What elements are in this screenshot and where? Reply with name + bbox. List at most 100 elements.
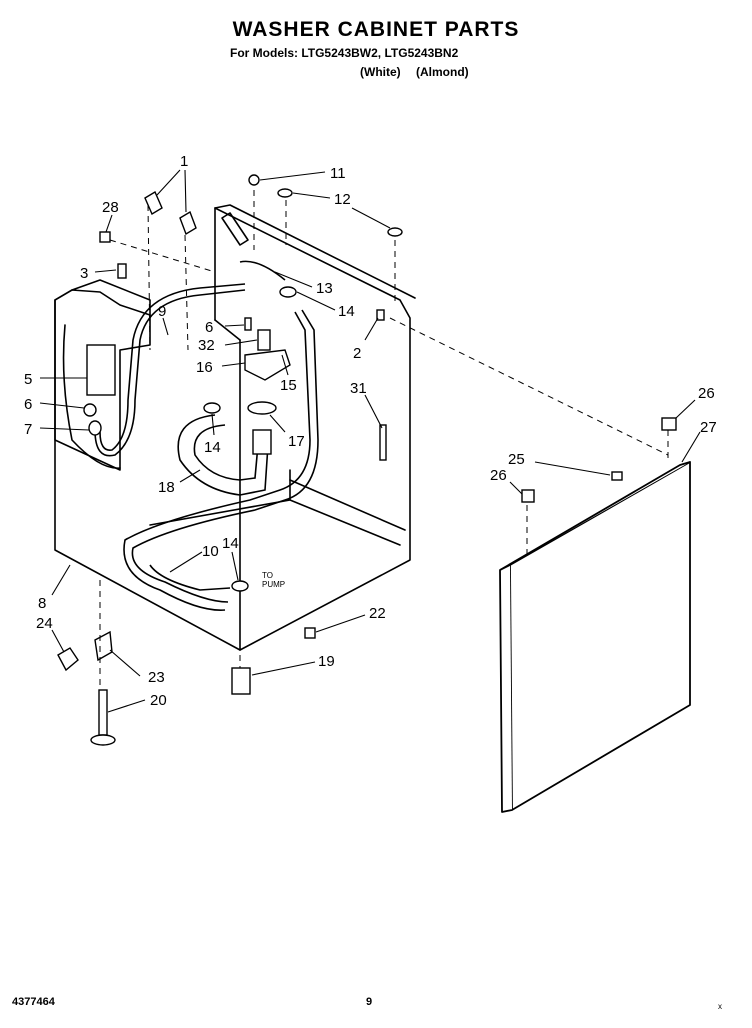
callout-3: 3	[80, 265, 88, 282]
clip-24	[57, 647, 79, 672]
variant-white: (White)	[360, 65, 401, 79]
leader-12b	[351, 207, 391, 229]
water-valve-5	[86, 344, 116, 396]
clip-25	[611, 471, 623, 481]
pump-label-pump: PUMP	[262, 580, 285, 589]
document-number: 4377464	[12, 996, 55, 1008]
callout-1: 1	[180, 153, 188, 170]
leader-17	[269, 414, 286, 433]
callout-17: 17	[288, 433, 305, 450]
fill-hose-18	[177, 414, 269, 496]
screen-7	[88, 420, 102, 436]
panel-cutout	[62, 324, 121, 469]
color-variants: (White) (Almond)	[360, 65, 481, 79]
top-bracket	[221, 212, 249, 246]
screw-28	[99, 231, 111, 243]
guide-line-1b	[184, 234, 189, 351]
screw-2	[376, 309, 385, 321]
cabinet-inner-edge	[214, 319, 241, 341]
callout-6-left: 6	[24, 396, 32, 413]
cabinet-top-flange	[214, 204, 416, 299]
callout-2: 2	[353, 345, 361, 362]
cabinet-floor-rail	[289, 479, 406, 531]
callout-16: 16	[196, 359, 213, 376]
screw-3	[117, 263, 127, 279]
air-dome-17	[252, 429, 272, 455]
callout-27: 27	[700, 419, 717, 436]
plug-12-right	[387, 227, 403, 237]
leader-24	[51, 629, 65, 653]
callout-23: 23	[148, 669, 165, 686]
leveling-bracket-23	[94, 630, 113, 662]
callout-20: 20	[150, 692, 167, 709]
leader-6-left	[39, 402, 85, 409]
leader-7	[39, 427, 90, 431]
callout-9: 9	[158, 303, 166, 320]
guide-line-panel	[389, 317, 669, 456]
callout-10: 10	[202, 543, 219, 560]
valve-32	[257, 329, 271, 351]
leader-2	[364, 317, 379, 341]
clamp-14-lower	[231, 580, 249, 592]
cabinet-left-edge	[54, 299, 241, 651]
callout-25: 25	[508, 451, 525, 468]
callout-12: 12	[334, 191, 351, 208]
leader-22	[315, 614, 366, 633]
drain-hose-outer	[131, 309, 319, 603]
leader-8	[51, 564, 71, 596]
plug-12	[277, 188, 293, 198]
callout-6-center: 6	[205, 319, 213, 336]
clip-26-lower	[521, 489, 535, 503]
model-subtitle: For Models: LTG5243BW2, LTG5243BN2	[230, 46, 459, 60]
clamp-14-mid	[203, 402, 221, 414]
callout-18: 18	[158, 479, 175, 496]
leader-13	[274, 271, 313, 288]
leader-14-upper	[296, 291, 336, 311]
clip-11	[248, 174, 260, 186]
leader-3	[94, 269, 117, 273]
leader-6-center	[224, 324, 245, 327]
callout-31: 31	[350, 380, 367, 397]
callout-22: 22	[369, 605, 386, 622]
leader-26-lower	[509, 481, 523, 495]
leader-28	[105, 214, 113, 233]
leader-20	[107, 699, 146, 713]
callout-19: 19	[318, 653, 335, 670]
washer-6-left	[83, 403, 97, 417]
wing-clip-1-left	[144, 190, 163, 216]
front-panel-top-edge	[499, 461, 691, 571]
callout-8: 8	[38, 595, 46, 612]
fill-hose-18-inner	[193, 424, 259, 481]
callout-7: 7	[24, 421, 32, 438]
cabinet-front-ledge	[71, 279, 151, 316]
drain-hose	[123, 311, 311, 611]
callout-14-lower: 14	[222, 535, 239, 552]
callout-15: 15	[280, 377, 297, 394]
inlet-hose-upper	[94, 289, 246, 457]
leader-27	[681, 431, 701, 463]
elbow-hose-13	[239, 260, 286, 281]
variant-almond: (Almond)	[416, 65, 469, 79]
callout-14-mid: 14	[204, 439, 221, 456]
leader-11	[259, 171, 326, 181]
callout-13: 13	[316, 280, 333, 297]
leg-20-foot	[90, 734, 116, 746]
guide-line-28	[109, 239, 216, 273]
valve-bracket-16	[244, 349, 291, 381]
leader-9	[162, 317, 169, 336]
callout-28: 28	[102, 199, 119, 216]
leg-20	[98, 689, 108, 736]
leader-23	[109, 649, 141, 677]
callout-5: 5	[24, 371, 32, 388]
guide-line-1a	[147, 204, 151, 351]
front-panel-edge	[499, 564, 513, 813]
leader-16	[221, 362, 246, 367]
leader-25	[534, 461, 611, 476]
cabinet-floor-lines	[149, 469, 401, 546]
corner-mark: x	[718, 1002, 722, 1011]
leader-26-upper	[675, 399, 696, 419]
clamp-14-upper	[279, 286, 297, 298]
leader-19	[251, 661, 316, 676]
leader-1	[156, 169, 187, 213]
